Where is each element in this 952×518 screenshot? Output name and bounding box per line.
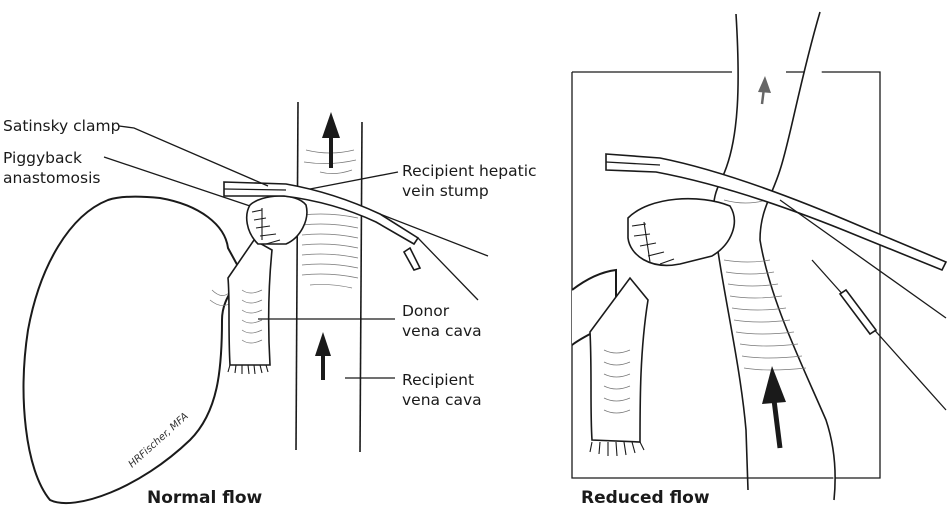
label-recipient-hepatic: Recipient hepatic (402, 162, 537, 180)
normal-flow-panel: Satinsky clamp Piggyback anastomosis Rec… (3, 102, 537, 508)
compressed-vena-cava (713, 12, 835, 500)
caption-reduced-flow: Reduced flow (581, 488, 710, 508)
flow-arrow-up-reduced-large (762, 366, 786, 448)
flow-arrow-up-reduced-small (758, 76, 771, 104)
flow-arrow-up-lower (315, 332, 331, 380)
label-anastomosis: anastomosis (3, 169, 101, 187)
label-piggyback: Piggyback (3, 149, 82, 167)
label-donor: Donor (402, 302, 450, 320)
reduced-flow-panel: Reduced flow (572, 12, 946, 508)
label-vein-stump: vein stump (402, 182, 489, 200)
label-recipient: Recipient (402, 371, 474, 389)
donor-liver-right (572, 270, 648, 456)
label-recipient-vena-cava: vena cava (402, 391, 482, 409)
label-satinsky-clamp: Satinsky clamp (3, 117, 120, 135)
label-donor-vena-cava: vena cava (402, 322, 482, 340)
caption-normal-flow: Normal flow (147, 488, 263, 508)
flow-arrow-up-upper (322, 112, 340, 168)
